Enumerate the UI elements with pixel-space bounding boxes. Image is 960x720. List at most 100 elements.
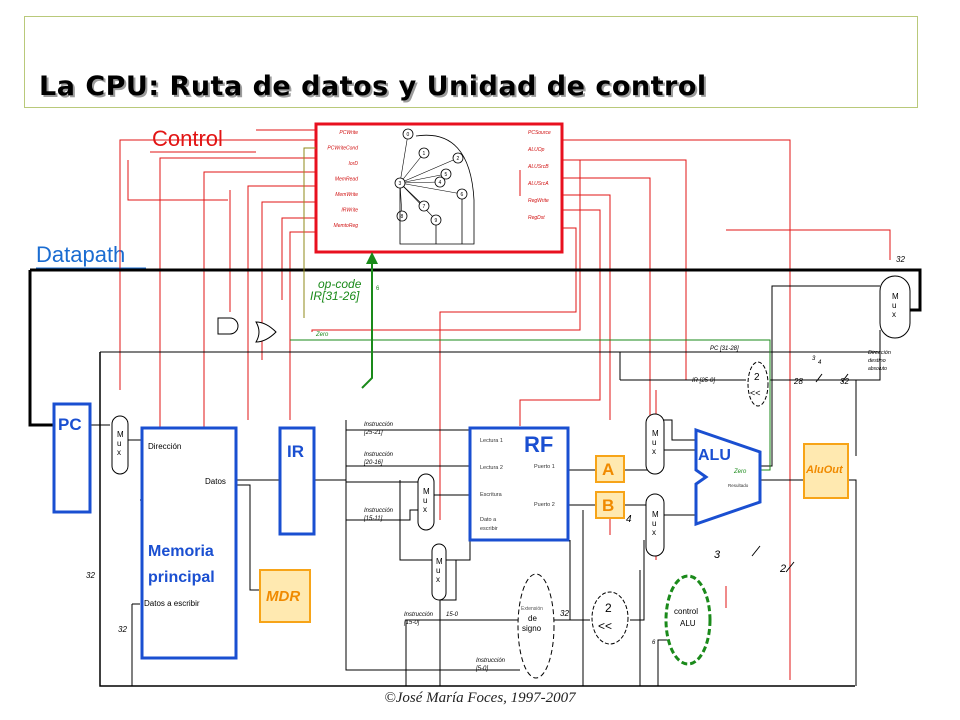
jump-dest-3: absoluto xyxy=(868,366,887,372)
mux-memtoreg-letter: M xyxy=(436,557,443,566)
fsm-state-8 xyxy=(396,210,408,222)
sign-ext-1: Extensión xyxy=(521,606,543,612)
rf-port-data-1: Dato a xyxy=(480,517,497,523)
register-b xyxy=(595,491,625,519)
ir-label: IR xyxy=(287,442,304,461)
mux-alusrca-letter: u xyxy=(652,438,656,447)
mux-regdst xyxy=(417,473,435,531)
register-a-label: A xyxy=(602,460,614,479)
control-signal-alusrcb: ALUSrcB xyxy=(527,164,549,170)
register-file xyxy=(468,426,570,542)
memory-block xyxy=(140,426,238,660)
mux-alusrcb-letter: M xyxy=(652,510,659,519)
rf-port-read1: Lectura 1 xyxy=(480,438,503,444)
width-const-four: 4 xyxy=(626,514,632,525)
instr-field-imm-bits: [15-0] xyxy=(403,620,420,626)
mux-alusrca-letter: M xyxy=(652,429,659,438)
fsm-state-label: 9 xyxy=(435,218,438,224)
control-signal-regdst: RegDst xyxy=(528,215,545,221)
instr-field-rt: Instrucción xyxy=(364,452,394,458)
mux-memtoreg-letter: x xyxy=(436,575,440,584)
control-signal-iord: IorD xyxy=(349,161,359,167)
mux-iord-letter: u xyxy=(117,439,121,448)
control-signal-regwrite: RegWrite xyxy=(528,198,549,204)
mux-regdst-letter: u xyxy=(423,496,427,505)
fsm-state-label: 0 xyxy=(407,132,410,138)
instr-field-imm: Instrucción xyxy=(404,612,434,618)
fsm-state-label: 8 xyxy=(401,214,404,220)
width-pcsource: 2 xyxy=(779,563,786,575)
fsm-state-4 xyxy=(434,176,446,188)
width-funct: 6 xyxy=(652,640,656,646)
mux-regdst-letter: x xyxy=(423,505,427,514)
alu-control-1: control xyxy=(674,607,698,616)
width-sign-out: 32 xyxy=(560,609,569,618)
slide-title: La CPU: Ruta de datos y Unidad de contro… xyxy=(39,71,707,102)
copyright-footer: ©José María Foces, 1997-2007 xyxy=(384,690,576,706)
control-unit: PCWritePCWriteCondIorDMemReadMemWriteIRW… xyxy=(314,122,564,254)
width-aluop: 3 xyxy=(714,549,721,561)
register-a xyxy=(595,455,625,483)
control-signal-memwrite: MemWrite xyxy=(335,192,358,198)
sign-ext-3: signo xyxy=(522,624,542,633)
memory-write-data-port: Datos a escribir xyxy=(144,599,200,608)
memory-address-port: Dirección xyxy=(148,442,181,451)
fsm-state-label: 3 xyxy=(399,181,402,187)
aluout-label: AluOut xyxy=(805,464,844,476)
mux-alusrca xyxy=(645,413,665,475)
fsm-state-5 xyxy=(440,168,452,180)
jump-dest-1: Dirección xyxy=(868,350,891,356)
rf-port-data-2: escribir xyxy=(480,526,498,532)
instr-field-funct: Instrucción xyxy=(476,658,506,664)
instr-field-rd-bits: [15-11] xyxy=(363,516,383,522)
mux-alusrcb-letter: x xyxy=(652,528,656,537)
pcwritecond-wire xyxy=(303,147,316,318)
width-mem-addr: 32 xyxy=(86,571,95,580)
rf-out-port1: Puerto 1 xyxy=(534,464,555,470)
sign-ext-2: de xyxy=(528,614,537,623)
datapath-label: Datapath xyxy=(36,242,125,267)
and-gate xyxy=(217,317,239,335)
alu-control-unit xyxy=(664,574,712,666)
memory-title-1: Memoria xyxy=(148,543,214,560)
mux-alusrca-letter: x xyxy=(652,447,656,456)
control-signal-aluop: ALUOp xyxy=(527,147,545,153)
fsm-state-label: 2 xyxy=(457,156,460,162)
mux-alusrcb xyxy=(645,493,665,557)
mux-pcsource-letter: M xyxy=(892,292,899,301)
instr-field-rd: Instrucción xyxy=(364,508,394,514)
title-box: La CPU: Ruta de datos y Unidad de contro… xyxy=(24,16,918,108)
control-signal-alusrca: ALUSrcA xyxy=(527,181,549,187)
rf-port-write: Escritura xyxy=(480,492,503,498)
rf-out-port2: Puerto 2 xyxy=(534,502,555,508)
ir-jump-bits: IR [25-0] xyxy=(692,378,715,384)
shift-jump-op: << xyxy=(750,388,761,398)
shift-left-branch xyxy=(591,591,629,645)
width-pc-bits: 4 xyxy=(818,360,822,366)
mux-memtoreg-letter: u xyxy=(436,566,440,575)
fsm-state-0 xyxy=(402,128,414,140)
opcode-wire xyxy=(361,252,378,389)
mux-pcsource-letter: x xyxy=(892,310,896,319)
fsm-state-label: 5 xyxy=(445,172,448,178)
instr-field-rt-bits: [20-16] xyxy=(363,460,383,466)
aluout-register xyxy=(803,443,849,499)
fsm-state-2 xyxy=(452,152,464,164)
shift-left-jump xyxy=(747,361,769,407)
mux-iord xyxy=(111,415,129,475)
width-shift-out: 28 xyxy=(793,377,803,386)
mdr-label: MDR xyxy=(266,588,300,605)
width-jump-in: 32 xyxy=(840,377,849,386)
mux-pcsource xyxy=(879,275,911,339)
mdr-register xyxy=(259,569,311,623)
alu xyxy=(694,427,762,527)
opcode-width: 6 xyxy=(376,286,380,292)
instr-field-imm-range: 15-0 xyxy=(446,612,459,618)
memory-data-port: Datos xyxy=(205,477,226,486)
control-signal-pcwrite: PCWrite xyxy=(339,130,358,136)
pc-jump-bits: PC [31-28] xyxy=(710,346,739,352)
shift-branch-op: << xyxy=(598,619,612,633)
register-b-label: B xyxy=(602,496,614,515)
opcode-line1: op-code xyxy=(318,277,362,291)
control-label: Control xyxy=(152,126,223,151)
